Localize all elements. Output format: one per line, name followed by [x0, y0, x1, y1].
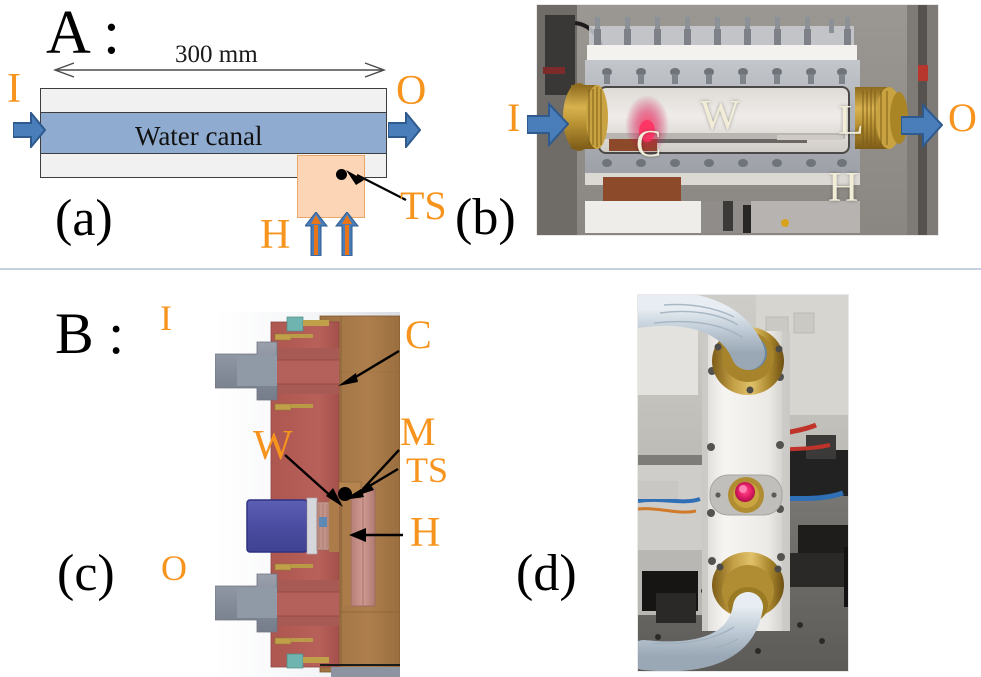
arrow-w-c	[283, 452, 345, 508]
water-canal-band	[41, 112, 386, 154]
subcaption-b: (b)	[455, 189, 516, 246]
label-w-b: W	[700, 93, 740, 139]
outlet-label-b: O	[948, 95, 977, 140]
group-label-b: B :	[55, 301, 125, 366]
heater-label-a: H	[260, 212, 291, 258]
heater-arrows	[303, 211, 360, 257]
inlet-arrow-a	[12, 110, 47, 150]
arrow-ts-c	[340, 466, 402, 502]
subcaption-d: (d)	[516, 545, 577, 602]
arrow-c-c	[335, 347, 403, 387]
outlet-label-a: O	[396, 68, 427, 114]
photo-panel-d	[638, 295, 848, 671]
label-w-c: W	[253, 423, 293, 469]
arrow-h-c	[347, 526, 405, 544]
label-h-b: H	[828, 165, 859, 211]
dimension-arrow-300mm	[52, 62, 387, 78]
group-divider	[0, 268, 981, 270]
label-m-c: M	[400, 409, 436, 454]
outlet-label-c: O	[161, 548, 187, 588]
water-canal-label: Water canal	[135, 121, 263, 151]
label-c-c: C	[405, 312, 432, 357]
label-h-c: H	[410, 510, 441, 556]
dimension-label: 300 mm	[175, 41, 258, 68]
outlet-arrow-a	[387, 110, 422, 150]
label-ts-c: TS	[406, 450, 449, 490]
ts-label-a: TS	[400, 183, 447, 228]
group-label-a: A :	[46, 0, 121, 67]
label-c-b: C	[636, 123, 662, 165]
subcaption-a: (a)	[55, 190, 113, 247]
outlet-arrow-b	[900, 102, 944, 149]
inlet-label-b: I	[507, 95, 521, 140]
inlet-label-c: I	[160, 298, 172, 338]
inlet-arrow-b	[526, 101, 570, 148]
label-l-b: L	[838, 98, 864, 144]
ts-pointer-arrow	[344, 168, 410, 204]
test-sensor-block	[297, 155, 365, 218]
thermocouple-dot	[336, 169, 347, 180]
subcaption-c: (c)	[57, 545, 115, 602]
inlet-label-a: I	[7, 66, 21, 112]
